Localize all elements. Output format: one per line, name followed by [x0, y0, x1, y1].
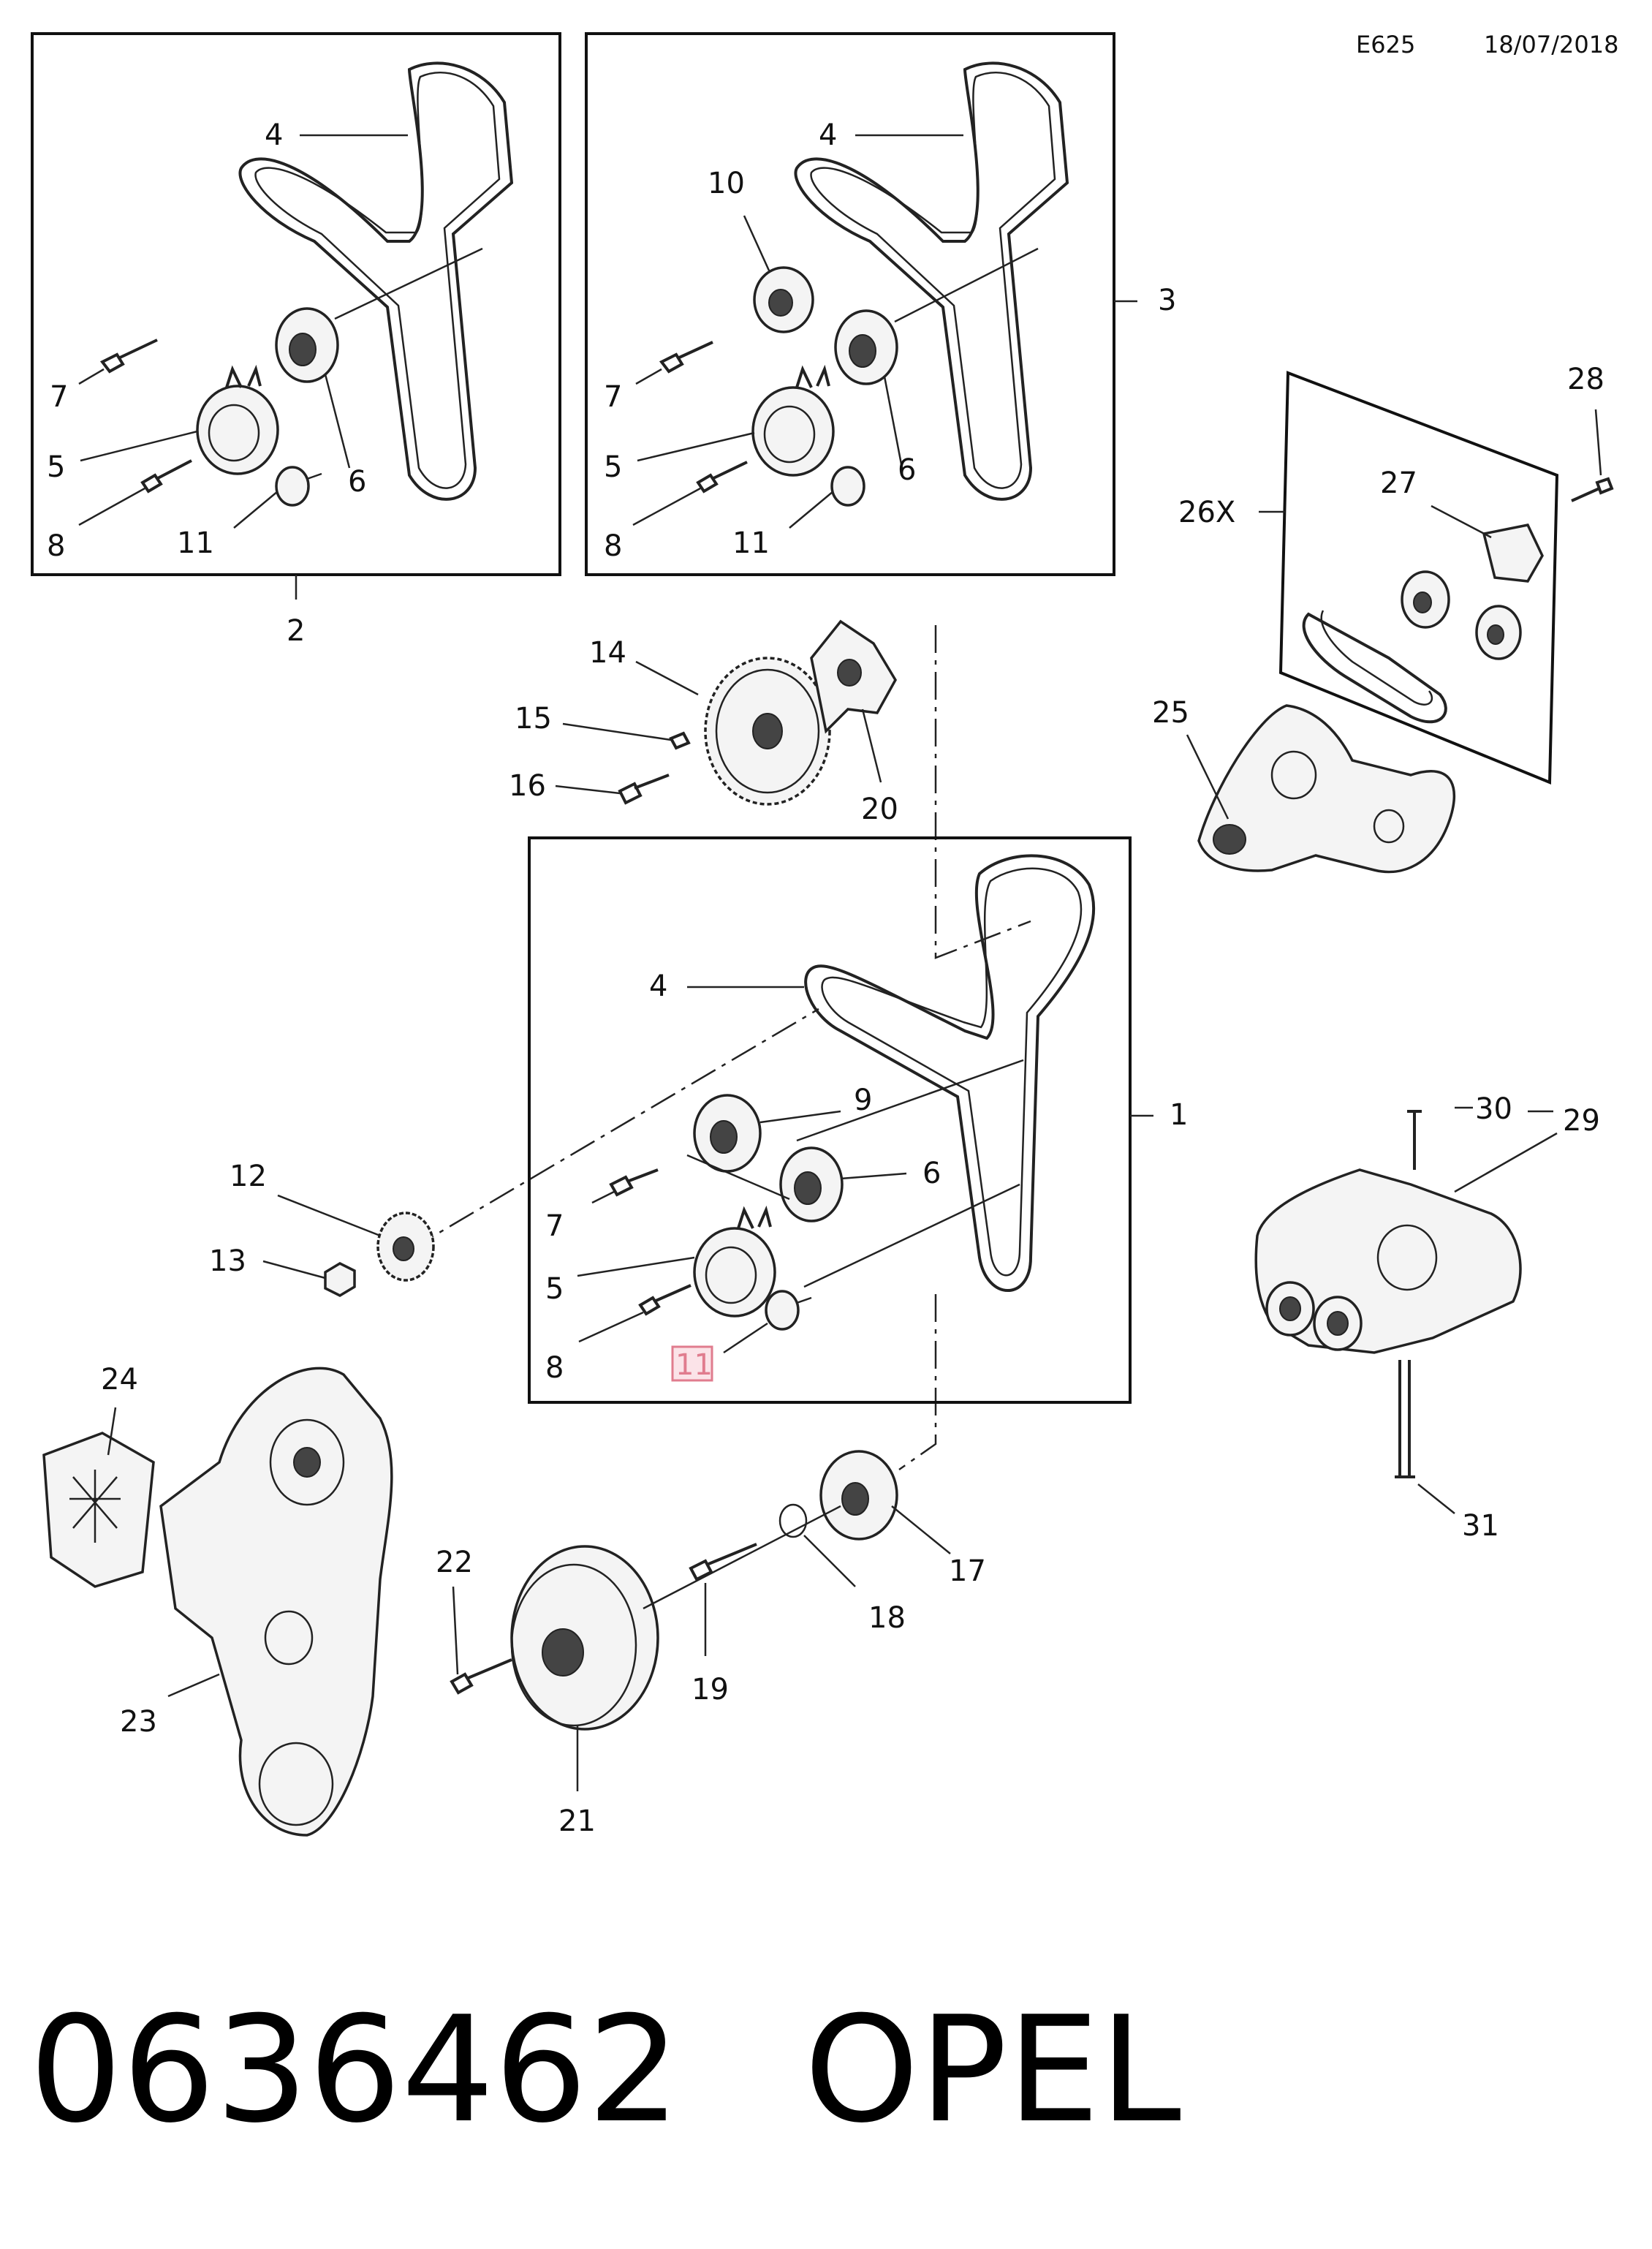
- brand-name: OPEL: [804, 1985, 1181, 2155]
- crank-parts-group: [643, 1450, 951, 1656]
- callout-28: 28: [1567, 363, 1604, 396]
- callout-31: 31: [1462, 1509, 1499, 1543]
- callout-20: 20: [861, 793, 898, 826]
- callout-7-kit3: 7: [604, 380, 622, 414]
- callout-7-kit2: 7: [50, 380, 68, 414]
- camshaft-gear-group: [555, 619, 898, 806]
- callout-12: 12: [230, 1160, 267, 1193]
- axis-line-cam: [934, 625, 1031, 959]
- callout-11-kit2: 11: [177, 526, 214, 560]
- callout-5-kit1: 5: [545, 1272, 564, 1306]
- callout-19: 19: [692, 1673, 729, 1706]
- diagram-code: E625: [1356, 31, 1415, 58]
- callout-21: 21: [558, 1804, 596, 1838]
- callout-8-kit2: 8: [47, 529, 65, 563]
- axis-line-12: [409, 1008, 819, 1252]
- callout-7-kit1: 7: [545, 1209, 564, 1243]
- callout-5-kit3: 5: [604, 450, 622, 484]
- callout-24: 24: [101, 1363, 138, 1396]
- callout-22: 22: [436, 1546, 473, 1579]
- callout-4-kit3: 4: [819, 118, 837, 152]
- oil-pump-housing: [1186, 704, 1456, 874]
- callout-29: 29: [1563, 1104, 1600, 1138]
- callout-4-kit1: 4: [649, 969, 667, 1003]
- callout-8-kit3: 8: [604, 529, 622, 563]
- balance-shaft-module: [1254, 1106, 1558, 1514]
- callout-14: 14: [589, 636, 626, 670]
- callout-6-kit1: 6: [922, 1157, 941, 1190]
- kit-box-2: [31, 32, 561, 600]
- kit-box-3: [585, 32, 1137, 576]
- callout-11-kit3: 11: [732, 526, 770, 560]
- callout-10: 10: [708, 167, 745, 200]
- callout-25: 25: [1152, 696, 1189, 730]
- callout-13: 13: [209, 1244, 246, 1278]
- kit-box-26x: [1259, 371, 1614, 785]
- callout-2: 2: [287, 614, 305, 648]
- part-number: 0636462: [29, 1985, 681, 2155]
- callout-16: 16: [509, 769, 546, 803]
- callout-15: 15: [515, 702, 552, 736]
- callout-6-kit3: 6: [898, 453, 916, 487]
- crank-pulley-group: [450, 1545, 659, 1791]
- kit-box-1: [528, 836, 1153, 1404]
- callout-5-kit2: 5: [47, 450, 65, 484]
- crank-sprocket-group: [262, 1194, 435, 1297]
- callout-30: 30: [1475, 1092, 1512, 1126]
- diagram-date: 18/07/2018: [1484, 31, 1618, 58]
- callout-27: 27: [1380, 466, 1417, 500]
- callout-6-kit2: 6: [348, 465, 366, 499]
- callout-9: 9: [854, 1084, 872, 1117]
- callout-26x: 26X: [1178, 496, 1235, 529]
- callout-8-kit1: 8: [545, 1351, 564, 1385]
- callout-11-kit1-highlighted: 11: [675, 1348, 713, 1382]
- callout-4-kit2: 4: [265, 118, 283, 152]
- highlight-box: [671, 1345, 713, 1382]
- callout-3: 3: [1158, 284, 1176, 317]
- timing-cover-group: [42, 1367, 393, 1837]
- axis-line-crank: [898, 1294, 937, 1471]
- callout-1: 1: [1170, 1098, 1188, 1132]
- callout-23: 23: [120, 1705, 157, 1739]
- callout-17: 17: [949, 1554, 986, 1588]
- callout-18: 18: [868, 1601, 906, 1635]
